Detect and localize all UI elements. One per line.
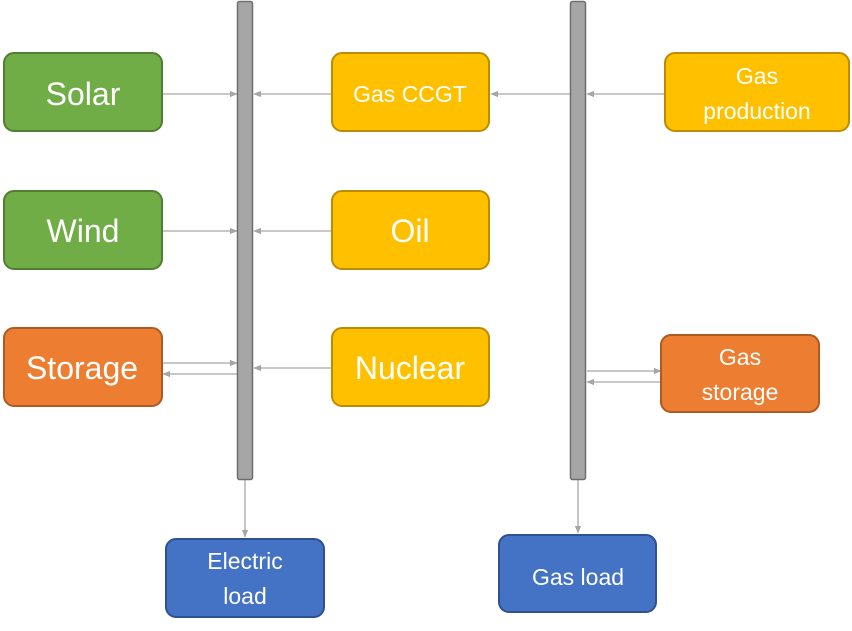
nuclear-node: Nuclear [331,327,490,407]
connector-arrows [162,90,665,538]
wind-label: Wind [47,213,120,249]
gas-production-node: Gas production [664,52,850,132]
electric-load-label-line-2: load [223,583,266,609]
gas-ccgt-label: Gas CCGT [353,81,467,107]
electric-bus-bar [236,0,254,481]
gas-storage-label-line-2: storage [702,379,779,405]
gas-production-label-line-2: production [703,98,810,124]
oil-node: Oil [331,190,490,270]
gas-production-label-line-1: Gas [736,63,778,89]
nuclear-label: Nuclear [355,350,466,386]
storage-label: Storage [26,350,138,386]
gas-storage-label-line-1: Gas [719,344,761,370]
wind-node: Wind [3,190,163,270]
gas-load-node: Gas load [498,534,657,613]
oil-label: Oil [390,213,429,249]
gas-ccgt-node: Gas CCGT [331,52,490,132]
gas-load-label: Gas load [532,564,624,590]
solar-label: Solar [46,76,121,112]
storage-node: Storage [3,327,163,407]
solar-node: Solar [3,52,163,132]
electric-load-label-line-1: Electric [207,548,282,574]
gas-bus-bar [569,0,587,481]
gas-storage-node: Gas storage [660,334,820,413]
electric-load-node: Electric load [165,538,325,618]
